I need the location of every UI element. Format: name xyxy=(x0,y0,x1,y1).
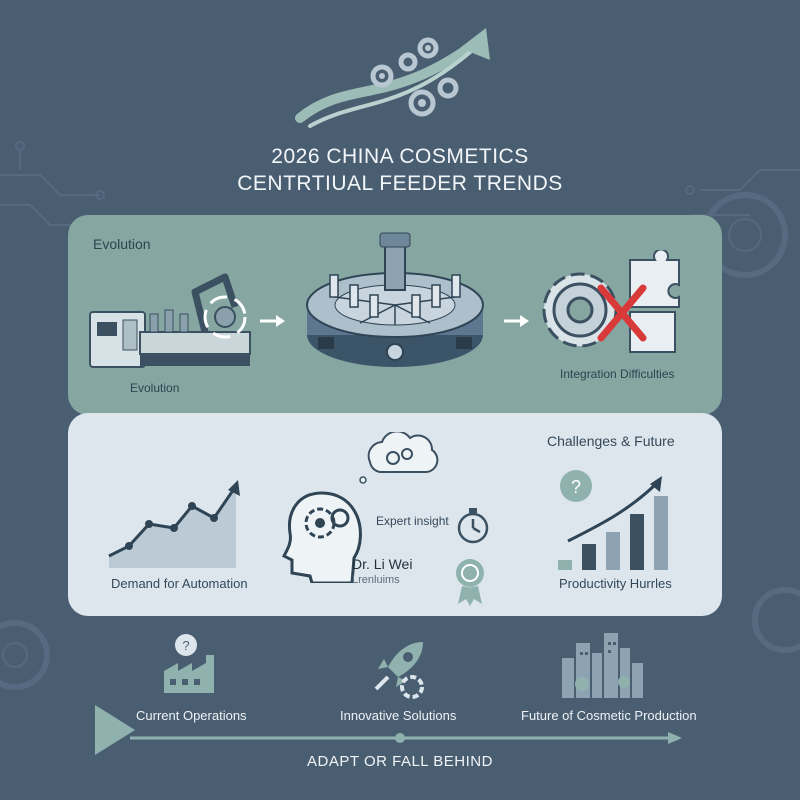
title-line-2: CENTRTIUAL FEEDER TRENDS xyxy=(237,172,563,195)
svg-text:?: ? xyxy=(571,477,581,497)
rotary-feeder-icon xyxy=(306,232,484,367)
robot-arm-icon xyxy=(89,273,251,368)
arrow-right-icon xyxy=(504,315,529,327)
svg-text:?: ? xyxy=(182,638,189,653)
gear-icon xyxy=(370,37,459,117)
stopwatch-icon xyxy=(457,508,489,544)
integration-caption: Integration Difficulties xyxy=(560,367,675,381)
timeline-item-future-production: Future of Cosmetic Production xyxy=(521,708,697,723)
rocket-icon xyxy=(374,642,424,699)
machine-caption: Evolution xyxy=(130,381,180,395)
integration-illustration xyxy=(542,250,680,353)
timeline-item-innovative-solutions: Innovative Solutions xyxy=(340,708,457,723)
head-gears-icon xyxy=(282,491,362,583)
bar-chart-icon: ? xyxy=(558,470,668,570)
timeline-arrow xyxy=(95,705,682,755)
thought-bubble-icon xyxy=(359,432,439,484)
header-illustration xyxy=(295,28,490,128)
tagline: ADAPT OR FALL BEHIND xyxy=(307,753,493,770)
gear-icon xyxy=(542,272,618,348)
question-icon: ? xyxy=(560,470,592,502)
expert-caption: Expert insight xyxy=(376,514,449,528)
arrow-right-icon xyxy=(260,315,285,327)
page-title: 2026 CHINA COSMETICS CENTRTIUAL FEEDER T… xyxy=(0,143,800,197)
expert-subtitle: Lrenluims xyxy=(352,574,400,586)
city-skyline-icon xyxy=(562,633,643,698)
demand-caption: Demand for Automation xyxy=(111,576,248,591)
challenges-heading: Challenges & Future xyxy=(547,433,675,449)
question-icon: ? xyxy=(175,634,197,656)
cross-icon xyxy=(597,284,647,342)
factory-icon: ? xyxy=(164,634,214,693)
title-line-1: 2026 CHINA COSMETICS xyxy=(271,145,529,168)
timeline-item-current-operations: Current Operations xyxy=(136,708,247,723)
award-ribbon-icon xyxy=(456,559,484,606)
evolution-heading: Evolution xyxy=(93,236,151,252)
trend-arrow-icon xyxy=(295,28,490,128)
expert-name: Dr. Li Wei xyxy=(352,556,413,572)
line-chart-icon xyxy=(108,480,240,568)
productivity-caption: Productivity Hurrles xyxy=(559,576,672,591)
